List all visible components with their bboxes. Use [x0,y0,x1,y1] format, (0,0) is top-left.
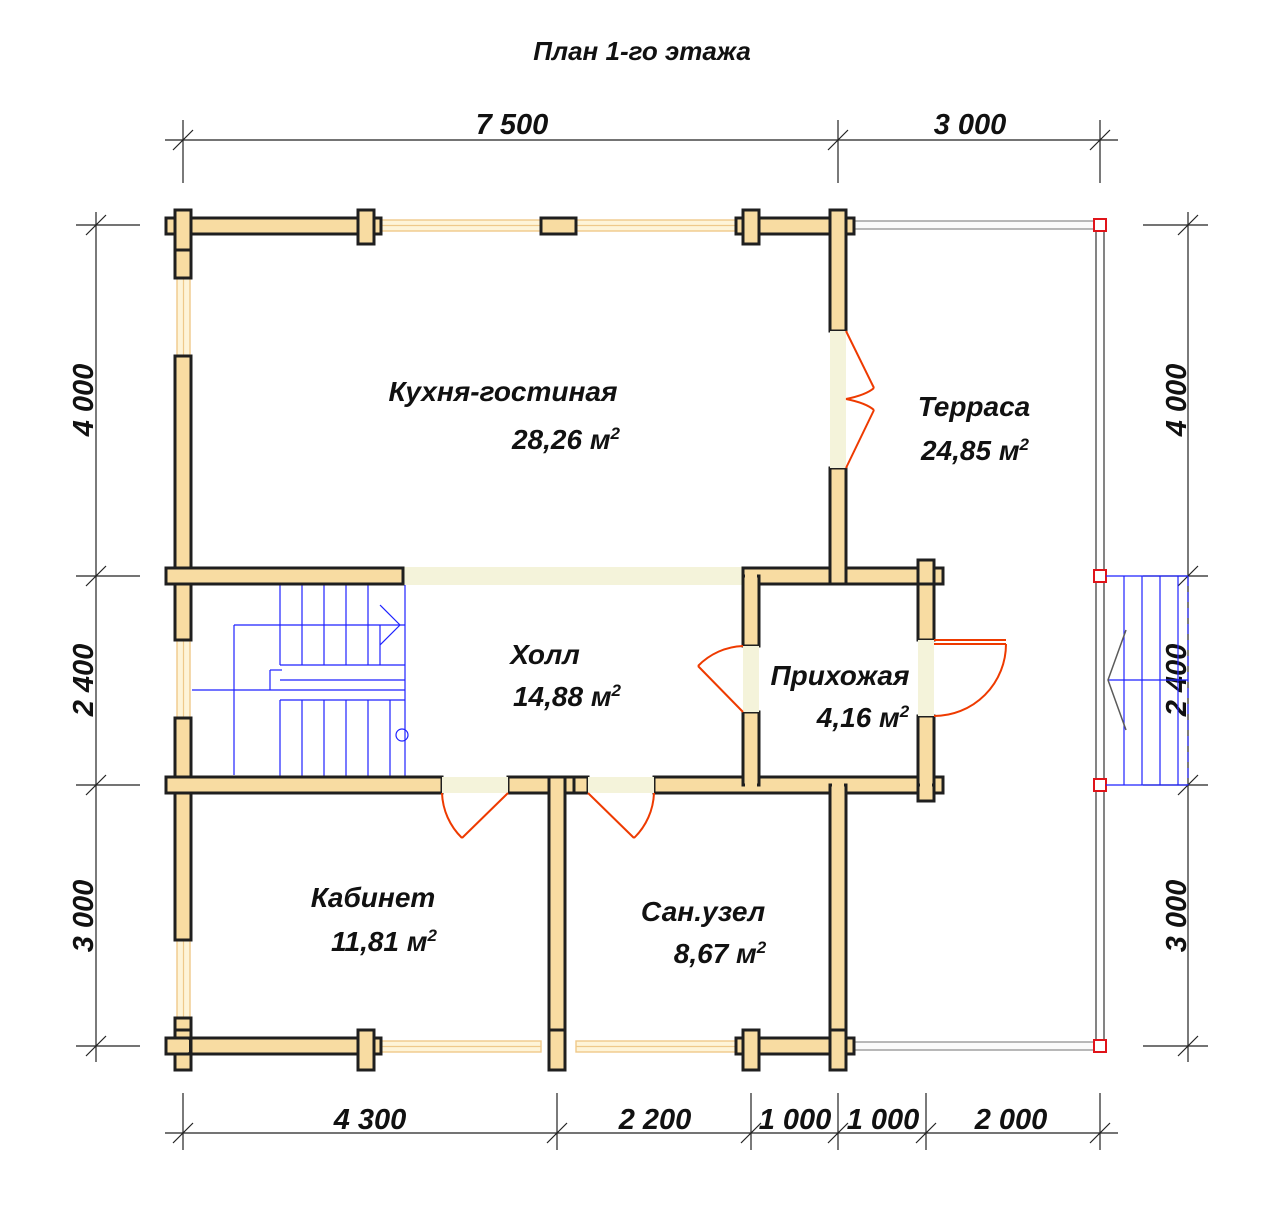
dim-bottom-5: 2 000 [974,1104,1048,1136]
room-name-kitchen-living: Кухня-гостиная [389,376,618,407]
doors [441,330,1007,839]
walls [164,208,945,1072]
room-area-entry: 4,16 м2 [816,702,910,733]
dim-bottom-4: 1 000 [847,1104,920,1136]
terrace [847,218,1107,1053]
room-name-hall: Холл [508,639,580,670]
dim-top-1: 7 500 [476,109,549,141]
terrace-post-3 [1093,778,1107,792]
room-name-entry: Прихожая [771,660,910,691]
dim-left-2: 2 400 [68,644,100,718]
room-area-hall: 14,88 м2 [513,681,622,712]
dim-bottom-3: 1 000 [759,1104,832,1136]
terrace-post-2 [1093,569,1107,583]
room-area-cabinet: 11,81 м2 [331,926,437,957]
room-area-kitchen-living: 28,26 м2 [511,424,621,455]
entrance-steps [1106,575,1189,786]
room-name-cabinet: Кабинет [311,882,436,913]
room-kitchen-living: Кухня-гостиная 28,26 м2 [389,376,621,455]
room-bathroom: Сан.узел 8,67 м2 [641,896,767,969]
dim-left-1: 4 000 [68,364,100,438]
dim-bottom-2: 2 200 [618,1104,692,1136]
wall-joint-fills [177,220,932,1052]
room-name-bathroom: Сан.узел [641,896,765,927]
dim-top-2: 3 000 [934,109,1007,141]
terrace-post-1 [1093,218,1107,232]
room-hall: Холл 14,88 м2 [508,639,621,712]
dim-right-1: 4 000 [1161,364,1193,438]
staircase [192,582,409,778]
room-name-terrace: Терраса [918,391,1031,422]
dim-bottom-1: 4 300 [333,1104,407,1136]
opening-hall-kitchen [403,567,743,585]
room-area-terrace: 24,85 м2 [920,435,1030,466]
terrace-post-4 [1093,1039,1107,1053]
dim-left-3: 3 000 [68,880,100,953]
dim-right-3: 3 000 [1161,880,1193,953]
room-entry: Прихожая 4,16 м2 [771,660,910,733]
room-terrace: Терраса 24,85 м2 [918,391,1031,466]
plan-title: План 1-го этажа [533,36,751,66]
windows [176,219,737,1053]
dimension-lines [76,120,1208,1150]
room-cabinet: Кабинет 11,81 м2 [311,882,438,957]
room-area-bathroom: 8,67 м2 [674,938,767,969]
